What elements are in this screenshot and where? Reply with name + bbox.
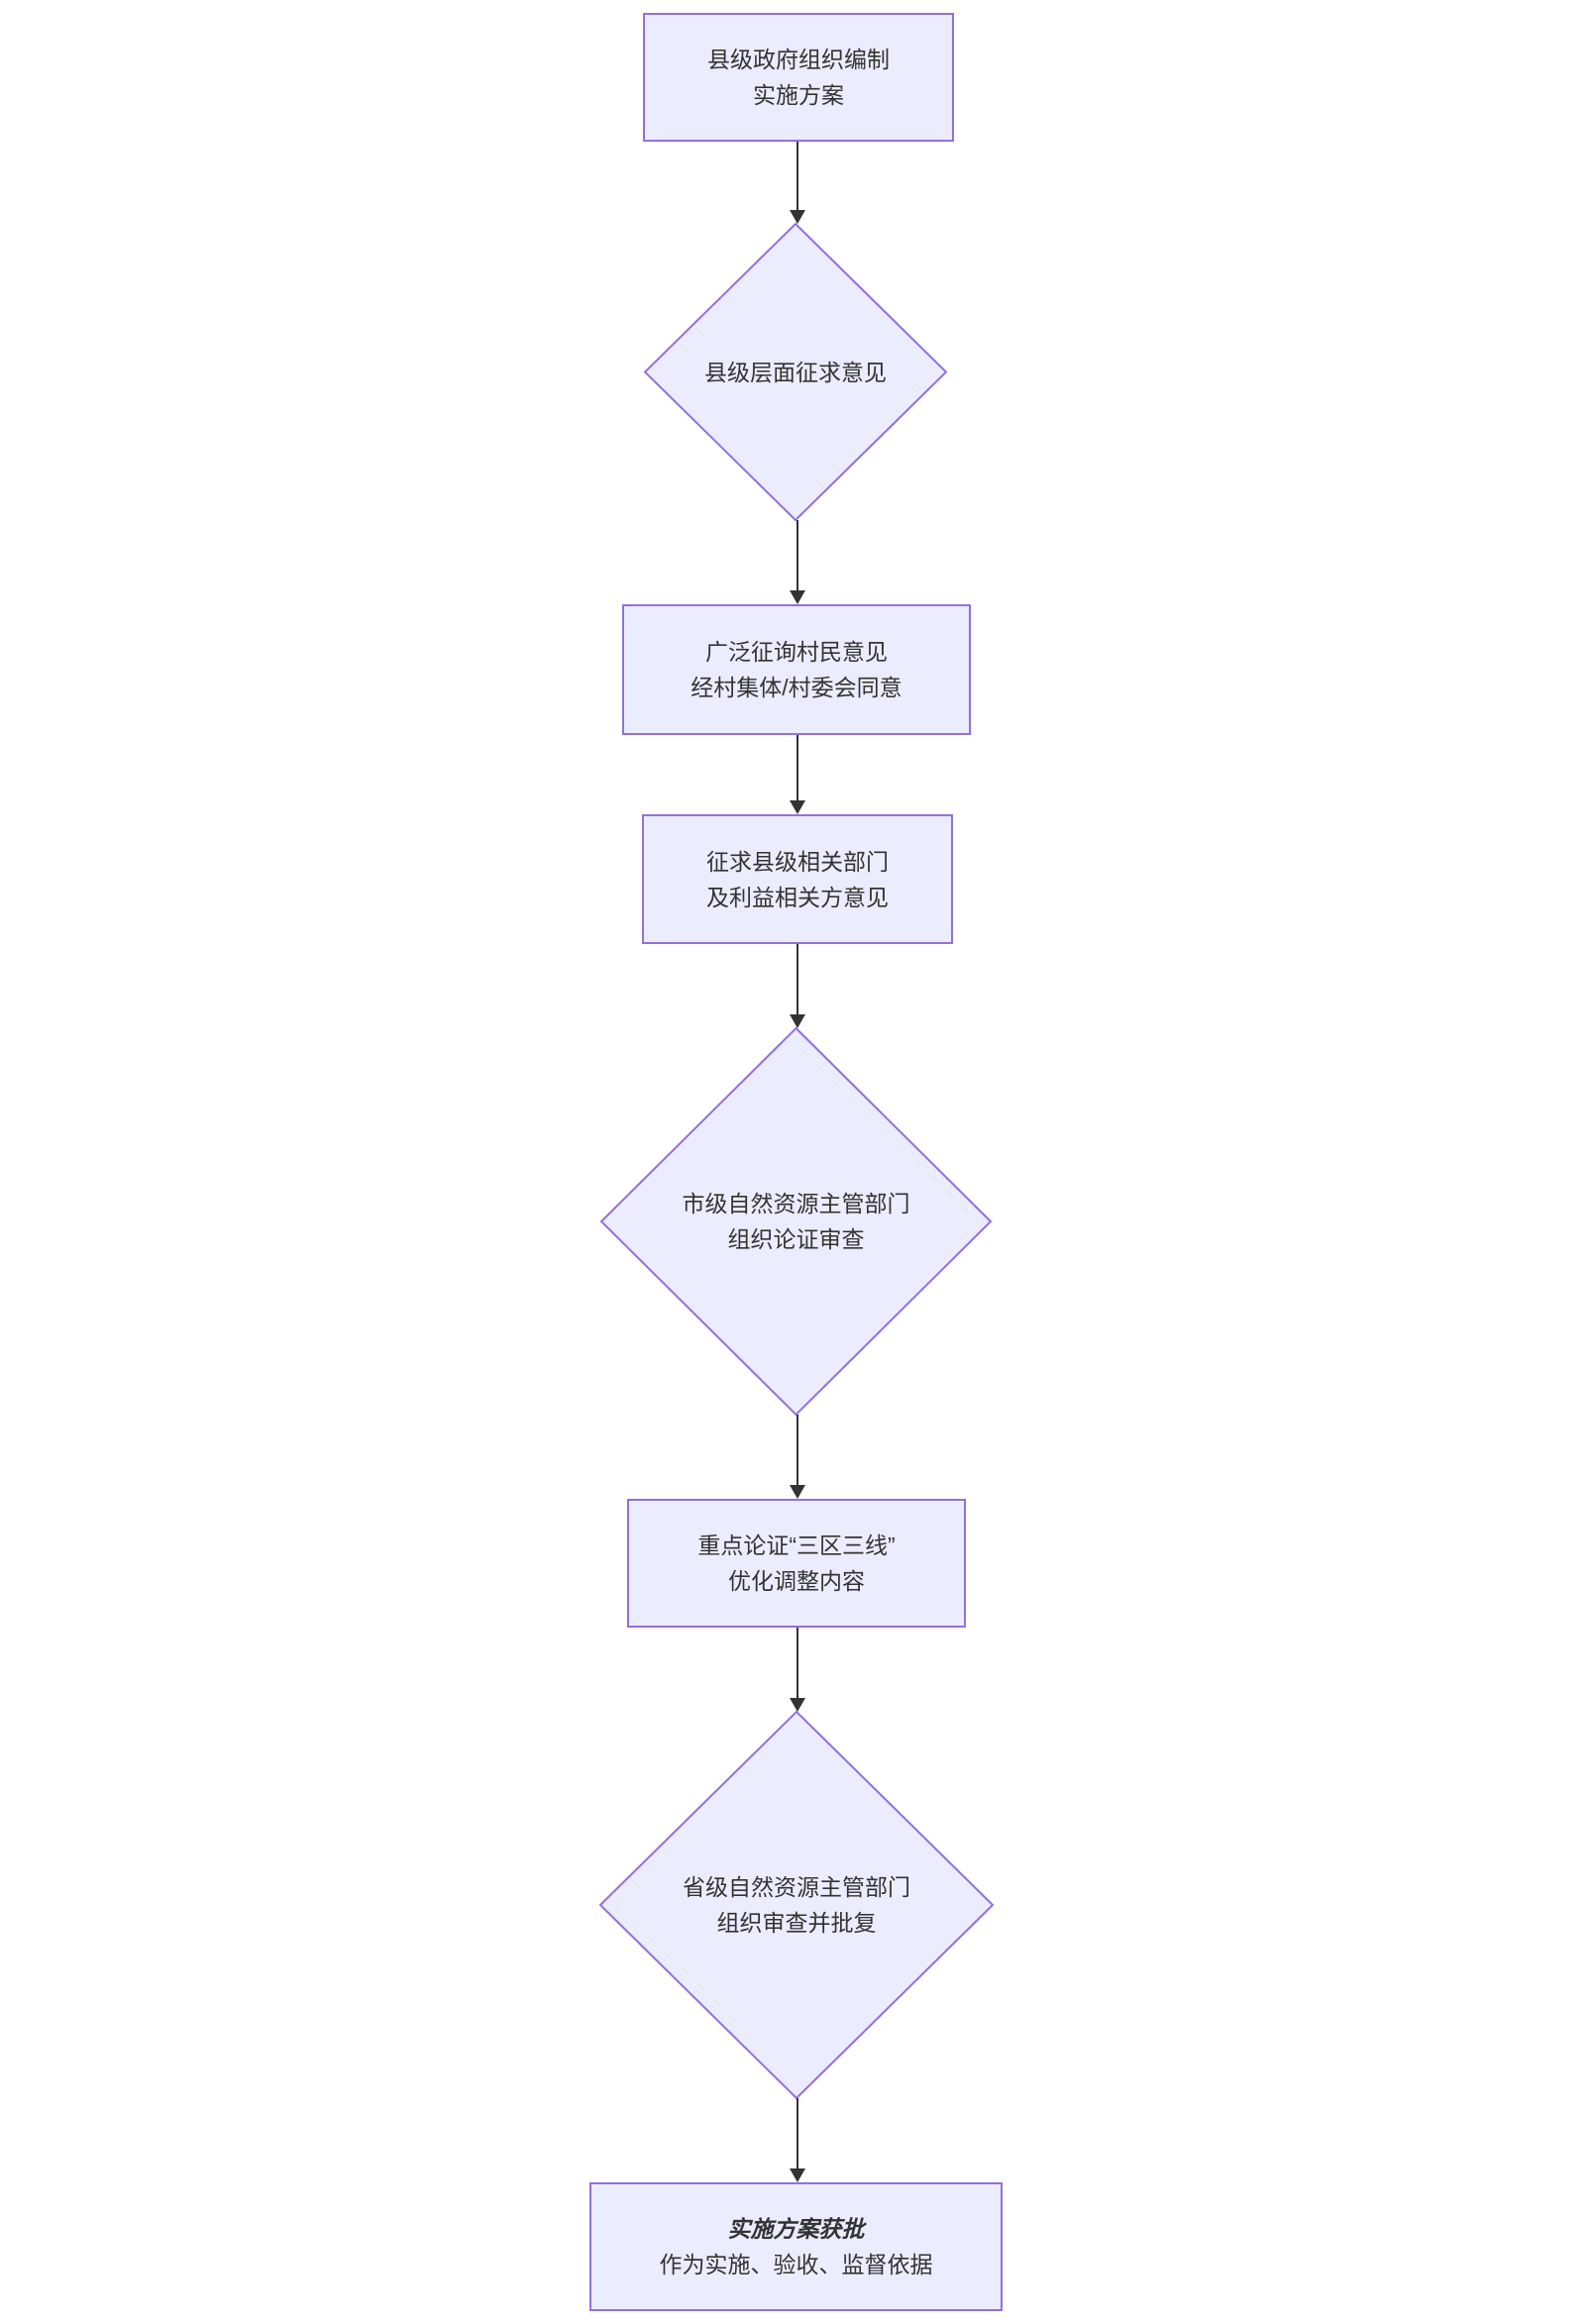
flow-arrow-e-f xyxy=(789,1415,806,1499)
node-line: 及利益相关方意见 xyxy=(706,884,889,910)
arrowhead-down-icon xyxy=(790,800,805,814)
flow-node-three-zones-three-lines: 重点论证“三区三线” 优化调整内容 xyxy=(627,1499,966,1628)
arrowhead-down-icon xyxy=(790,210,805,224)
node-line: 实施方案 xyxy=(753,82,844,108)
node-text: 广泛征询村民意见 经村集体/村委会同意 xyxy=(624,634,969,705)
node-line: 征求县级相关部门 xyxy=(706,848,889,875)
arrow-line xyxy=(796,1415,798,1490)
flow-node-plan-approved: 实施方案获批 作为实施、验收、监督依据 xyxy=(589,2182,1003,2311)
flow-arrow-c-d xyxy=(789,735,806,814)
node-line: 组织审查并批复 xyxy=(716,1910,877,1936)
node-line: 经村集体/村委会同意 xyxy=(690,675,903,700)
decision-municipal-review: 市级自然资源主管部门 组织论证审查 xyxy=(601,1028,991,1415)
node-line: 优化调整内容 xyxy=(728,1568,865,1594)
arrow-line xyxy=(796,2098,798,2173)
node-line: 县级政府组织编制 xyxy=(707,47,890,72)
node-text: 重点论证“三区三线” 优化调整内容 xyxy=(629,1528,964,1599)
node-text: 实施方案获批 作为实施、验收、监督依据 xyxy=(591,2211,1001,2282)
node-line: 县级层面征求意见 xyxy=(704,359,887,385)
flow-arrow-a-b xyxy=(789,142,806,224)
flow-arrow-g-h xyxy=(789,2098,806,2182)
node-line: 作为实施、验收、监督依据 xyxy=(659,2252,933,2277)
arrow-line xyxy=(796,1628,798,1703)
node-text: 省级自然资源主管部门 组织审查并批复 xyxy=(600,1869,993,1941)
decision-provincial-review-approval: 省级自然资源主管部门 组织审查并批复 xyxy=(600,1712,993,2098)
node-line: 市级自然资源主管部门 xyxy=(682,1191,910,1216)
arrow-line xyxy=(796,142,798,215)
flow-arrow-d-e xyxy=(789,944,806,1028)
node-text: 市级自然资源主管部门 组织论证审查 xyxy=(601,1186,991,1257)
arrowhead-down-icon xyxy=(790,590,805,604)
flow-node-villager-consultation: 广泛征询村民意见 经村集体/村委会同意 xyxy=(622,604,971,735)
node-text: 县级层面征求意见 xyxy=(645,355,946,390)
decision-county-level-consultation: 县级层面征求意见 xyxy=(645,224,946,520)
diamond-shape xyxy=(601,1028,991,1415)
arrowhead-down-icon xyxy=(790,2168,805,2182)
node-text: 征求县级相关部门 及利益相关方意见 xyxy=(644,844,951,915)
arrow-line xyxy=(796,735,798,805)
arrow-line xyxy=(796,944,798,1019)
arrow-line xyxy=(796,520,798,595)
diamond-shape xyxy=(645,224,946,520)
arrowhead-down-icon xyxy=(790,1698,805,1712)
flow-arrow-f-g xyxy=(789,1628,806,1712)
node-line-emphasis: 实施方案获批 xyxy=(727,2216,865,2242)
arrowhead-down-icon xyxy=(790,1014,805,1028)
node-line: 广泛征询村民意见 xyxy=(705,639,888,665)
node-line: 省级自然资源主管部门 xyxy=(683,1874,910,1900)
node-line: 组织论证审查 xyxy=(727,1226,865,1252)
node-line: 重点论证“三区三线” xyxy=(697,1532,896,1558)
arrowhead-down-icon xyxy=(790,1485,805,1499)
flow-node-county-gov-prepare-plan: 县级政府组织编制 实施方案 xyxy=(643,13,954,142)
flow-arrow-b-c xyxy=(789,520,806,604)
node-text: 县级政府组织编制 实施方案 xyxy=(645,42,952,113)
flow-node-department-stakeholder-opinions: 征求县级相关部门 及利益相关方意见 xyxy=(642,814,953,944)
